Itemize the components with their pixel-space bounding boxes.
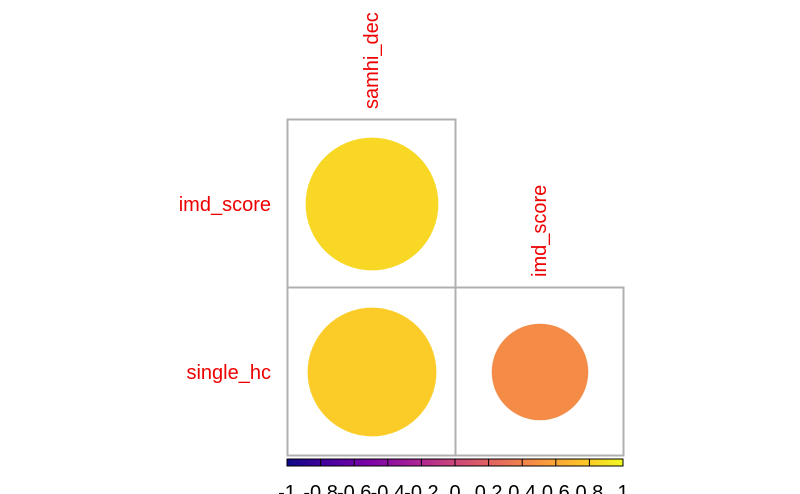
row-label-imd_score: imd_score [179, 194, 271, 216]
colorbar-tick-label: -0.8 [303, 482, 337, 494]
colorbar-tick-label: 0.6 [542, 482, 570, 494]
colorbar-tick-label: 0 [449, 482, 460, 494]
colorbar-tick-label: -0.6 [337, 482, 371, 494]
corr-circle-imd_score-samhi_dec [305, 137, 439, 271]
colorbar: -1 -0.8-0.6-0.4-0.2 0 0.2 0.4 0.6 0.8 1 [278, 458, 629, 494]
colorbar-tick-label: 0.8 [575, 482, 603, 494]
colorbar-tick-label: 0.2 [475, 482, 503, 494]
column-label-samhi_dec: samhi_dec [361, 12, 383, 109]
colorbar-tick-label: -1 [278, 482, 296, 494]
corr-circle-single_hc-imd_score [491, 323, 589, 421]
colorbar-tick-label: -0.4 [371, 482, 405, 494]
colorbar-tick-label: 1 [617, 482, 628, 494]
row-label-single_hc: single_hc [186, 362, 271, 384]
corr-circle-single_hc-samhi_dec [307, 307, 437, 437]
colorbar-tick-label: 0.4 [508, 482, 536, 494]
colorbar-tick-label: -0.2 [404, 482, 438, 494]
column-label-imd_score: imd_score [529, 185, 551, 277]
cell-single_hc-imd_score [454, 286, 625, 457]
